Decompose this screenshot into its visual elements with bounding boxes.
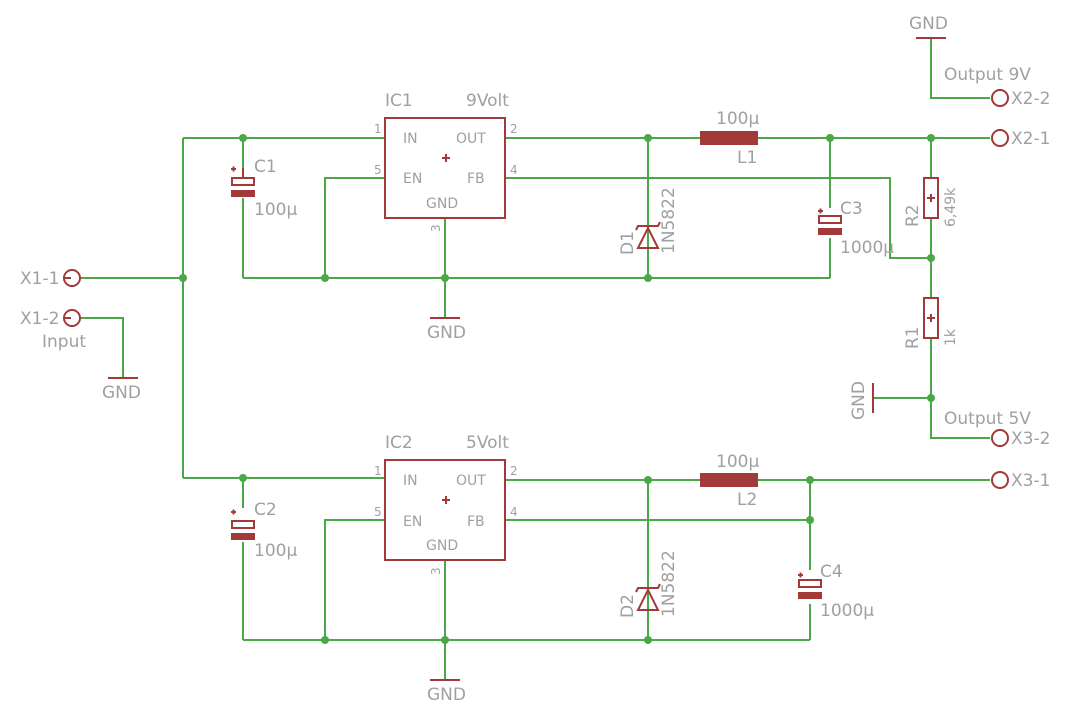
output-9v-label: Output 9V: [944, 65, 1031, 85]
inductor-l1: 100µ L1: [700, 109, 759, 168]
gnd-symbol-ic2: GND: [427, 679, 466, 705]
d2-value: 1N5822: [659, 550, 679, 617]
d2-name: D2: [618, 594, 638, 618]
capacitor-c4: C4 1000µ: [798, 562, 874, 621]
ic1-value: 9Volt: [466, 91, 509, 111]
gnd-label-input: GND: [102, 383, 141, 403]
ic1-pin3-number: 3: [429, 224, 443, 232]
capacitor-c2: C2 100µ: [231, 500, 297, 561]
ic1-regulator: IC1 9Volt IN OUT EN FB GND 1 2 3 4 5: [374, 91, 518, 232]
connector-x1-1: X1-1: [20, 269, 81, 289]
ic2-pin3-number: 3: [429, 567, 443, 575]
gnd-label-output9: GND: [909, 14, 948, 34]
l2-name: L2: [737, 490, 757, 510]
c4-value: 1000µ: [820, 601, 874, 621]
c3-value: 1000µ: [840, 238, 894, 258]
inductor-l2: 100µ L2: [700, 452, 759, 510]
ic2-regulator: IC2 5Volt IN OUT EN FB GND 1 2 3 4 5: [374, 433, 518, 575]
diode-d1: D1 1N5822: [618, 187, 679, 255]
gnd-symbol-input: GND: [102, 377, 141, 403]
gnd-symbol-ic1: GND: [427, 317, 466, 343]
r2-name: R2: [903, 204, 923, 227]
connector-x1-2: X1-2 Input: [20, 309, 86, 352]
ic1-pin-gnd: GND: [426, 196, 458, 212]
ic2-pin-in: IN: [403, 473, 418, 489]
l1-name: L1: [737, 148, 757, 168]
ic1-pin-in: IN: [403, 131, 418, 147]
ic2-pin4-number: 4: [510, 505, 518, 519]
diode-d2: D2 1N5822: [618, 550, 679, 618]
ic2-pin1-number: 1: [374, 464, 382, 478]
connector-x2-2: X2-2 Output 9V: [944, 65, 1050, 109]
input-label: Input: [42, 332, 86, 352]
d1-name: D1: [618, 231, 638, 255]
d1-value: 1N5822: [659, 187, 679, 254]
gnd-symbol-divider: GND: [849, 381, 874, 420]
ic2-pin2-number: 2: [510, 464, 518, 478]
resistor-r1: R1 1k: [903, 297, 959, 349]
connector-x2-1: X2-1: [991, 129, 1050, 149]
x2-2-label: X2-2: [1011, 89, 1050, 109]
c2-name: C2: [254, 500, 277, 520]
ic1-pin-fb: FB: [467, 171, 485, 187]
c1-value: 100µ: [254, 200, 297, 220]
ic2-pin-en: EN: [403, 514, 422, 530]
ic1-pin2-number: 2: [510, 122, 518, 136]
ic2-pin-fb: FB: [467, 514, 485, 530]
gnd-label-ic1: GND: [427, 323, 466, 343]
x3-2-label: X3-2: [1011, 429, 1050, 449]
x2-1-label: X2-1: [1011, 129, 1050, 149]
r1-name: R1: [903, 326, 923, 349]
gnd-label-ic2: GND: [427, 685, 466, 705]
x3-1-label: X3-1: [1011, 471, 1050, 491]
ic2-pin-gnd: GND: [426, 538, 458, 554]
x1-2-label: X1-2: [20, 309, 59, 329]
ic1-pin-out: OUT: [456, 131, 486, 147]
ic1-pin1-number: 1: [374, 122, 382, 136]
r1-value: 1k: [943, 328, 959, 346]
ic1-pin4-number: 4: [510, 163, 518, 177]
resistor-r2: R2 6,49k: [903, 177, 959, 227]
ic2-name: IC2: [385, 433, 413, 453]
gnd-label-divider: GND: [849, 381, 869, 420]
capacitor-c3: C3 1000µ: [818, 199, 894, 258]
ic1-pin5-number: 5: [374, 163, 382, 177]
l2-value: 100µ: [716, 452, 759, 472]
ic2-pin-out: OUT: [456, 473, 486, 489]
capacitor-c1: C1 100µ: [231, 157, 297, 220]
connector-x3-1: X3-1: [991, 471, 1050, 491]
junctions: [179, 134, 935, 644]
l1-value: 100µ: [716, 109, 759, 129]
gnd-symbol-output9: GND: [909, 14, 948, 39]
wires: [80, 38, 990, 680]
ic1-pin-en: EN: [403, 171, 422, 187]
output-5v-label: Output 5V: [944, 409, 1031, 429]
ic2-value: 5Volt: [466, 433, 509, 453]
c4-name: C4: [820, 562, 843, 582]
r2-value: 6,49k: [943, 187, 959, 227]
c2-value: 100µ: [254, 541, 297, 561]
ic1-name: IC1: [385, 91, 413, 111]
x1-1-label: X1-1: [20, 269, 59, 289]
c3-name: C3: [840, 199, 863, 219]
c1-name: C1: [254, 157, 277, 177]
ic2-pin5-number: 5: [374, 505, 382, 519]
connector-x3-2: X3-2 Output 5V: [944, 409, 1050, 449]
